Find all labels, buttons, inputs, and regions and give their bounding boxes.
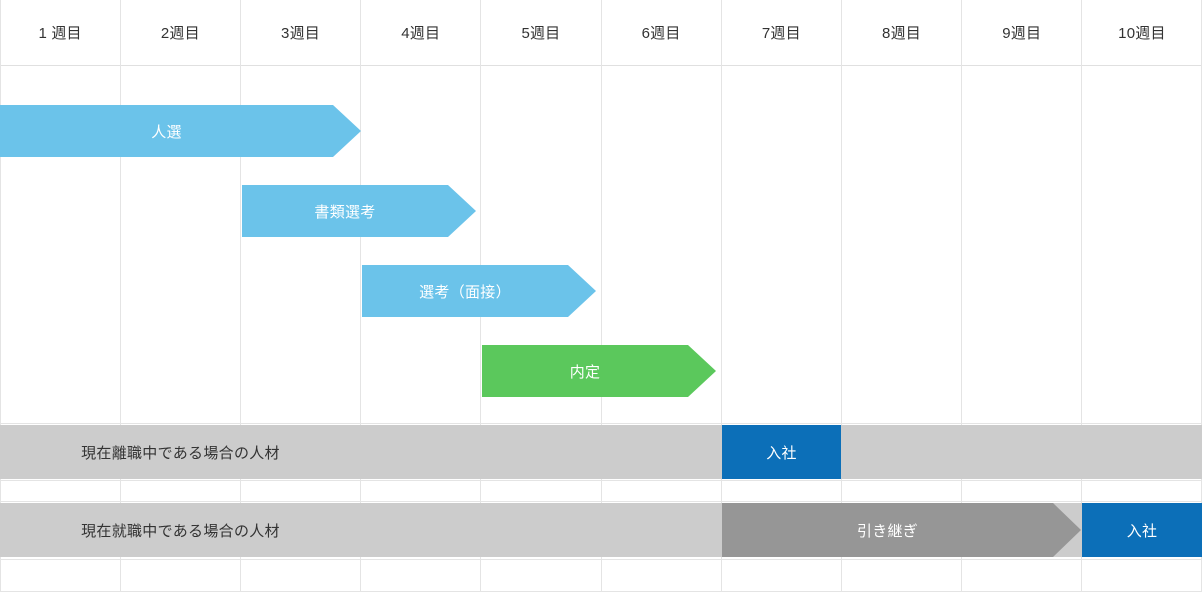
task-bar-handover[interactable]: 引き継ぎ bbox=[722, 503, 1081, 557]
week-header-label: 7週目 bbox=[761, 25, 801, 42]
task-bar-label: 人選 bbox=[151, 123, 182, 141]
grid-vline-2 bbox=[240, 0, 241, 592]
lane-band-currently-unemployed: 現在離職中である場合の人材 bbox=[0, 425, 1202, 479]
week-header-label: 6週目 bbox=[641, 25, 681, 42]
task-bar-interview[interactable]: 選考（面接） bbox=[362, 265, 596, 317]
task-bar-label: 内定 bbox=[569, 363, 601, 381]
week-header-row: 1 週目 2週目 3週目 4週目 5週目 6週目 7週目 8週目 9週目 10週… bbox=[0, 0, 1202, 65]
week-header-cell-7: 7週目 bbox=[721, 0, 841, 65]
task-bar-join-company-unemployed[interactable]: 入社 bbox=[722, 425, 841, 479]
task-bar-label: 選考（面接） bbox=[419, 283, 511, 301]
week-header-label: 5週目 bbox=[521, 25, 561, 42]
task-bar-label: 書類選考 bbox=[314, 203, 376, 221]
lane-band-label: 現在就職中である場合の人材 bbox=[81, 522, 280, 540]
week-header-label: 3週目 bbox=[281, 25, 320, 42]
task-bar-label: 入社 bbox=[766, 444, 797, 462]
week-header-cell-2: 2週目 bbox=[120, 0, 240, 65]
grid-vline-7 bbox=[841, 0, 842, 592]
grid-vline-3 bbox=[360, 0, 361, 592]
task-bar-join-company-employed[interactable]: 入社 bbox=[1082, 503, 1202, 557]
week-header-cell-3: 3週目 bbox=[240, 0, 360, 65]
grid-vline-1 bbox=[120, 0, 121, 592]
week-header-label: 4週目 bbox=[401, 25, 441, 42]
week-header-cell-6: 6週目 bbox=[601, 0, 721, 65]
task-bar-document-screening[interactable]: 書類選考 bbox=[242, 185, 476, 237]
task-bar-selection[interactable]: 人選 bbox=[0, 105, 361, 157]
week-header-cell-10: 10週目 bbox=[1082, 0, 1202, 65]
grid-vline-9 bbox=[1081, 0, 1082, 592]
grid-vline-6 bbox=[721, 0, 722, 592]
grid-vline-8 bbox=[961, 0, 962, 592]
grid-vline-5 bbox=[601, 0, 602, 592]
week-header-cell-8: 8週目 bbox=[841, 0, 961, 65]
week-header-cell-5: 5週目 bbox=[481, 0, 601, 65]
week-header-cell-4: 4週目 bbox=[361, 0, 481, 65]
week-header-cell-1: 1 週目 bbox=[0, 0, 120, 65]
week-header-label: 1 週目 bbox=[38, 25, 82, 42]
week-header-label: 8週目 bbox=[882, 25, 921, 42]
task-bar-label: 入社 bbox=[1126, 522, 1158, 540]
lane-band-label: 現在離職中である場合の人材 bbox=[81, 444, 280, 462]
week-header-label: 2週目 bbox=[160, 25, 200, 42]
week-header-label: 9週目 bbox=[1002, 25, 1042, 42]
week-header-cell-9: 9週目 bbox=[962, 0, 1082, 65]
week-header-label: 10週目 bbox=[1118, 25, 1166, 42]
grid-vline-left-edge bbox=[0, 0, 1, 592]
task-bar-label: 引き継ぎ bbox=[856, 522, 919, 540]
task-bar-offer[interactable]: 内定 bbox=[482, 345, 716, 397]
